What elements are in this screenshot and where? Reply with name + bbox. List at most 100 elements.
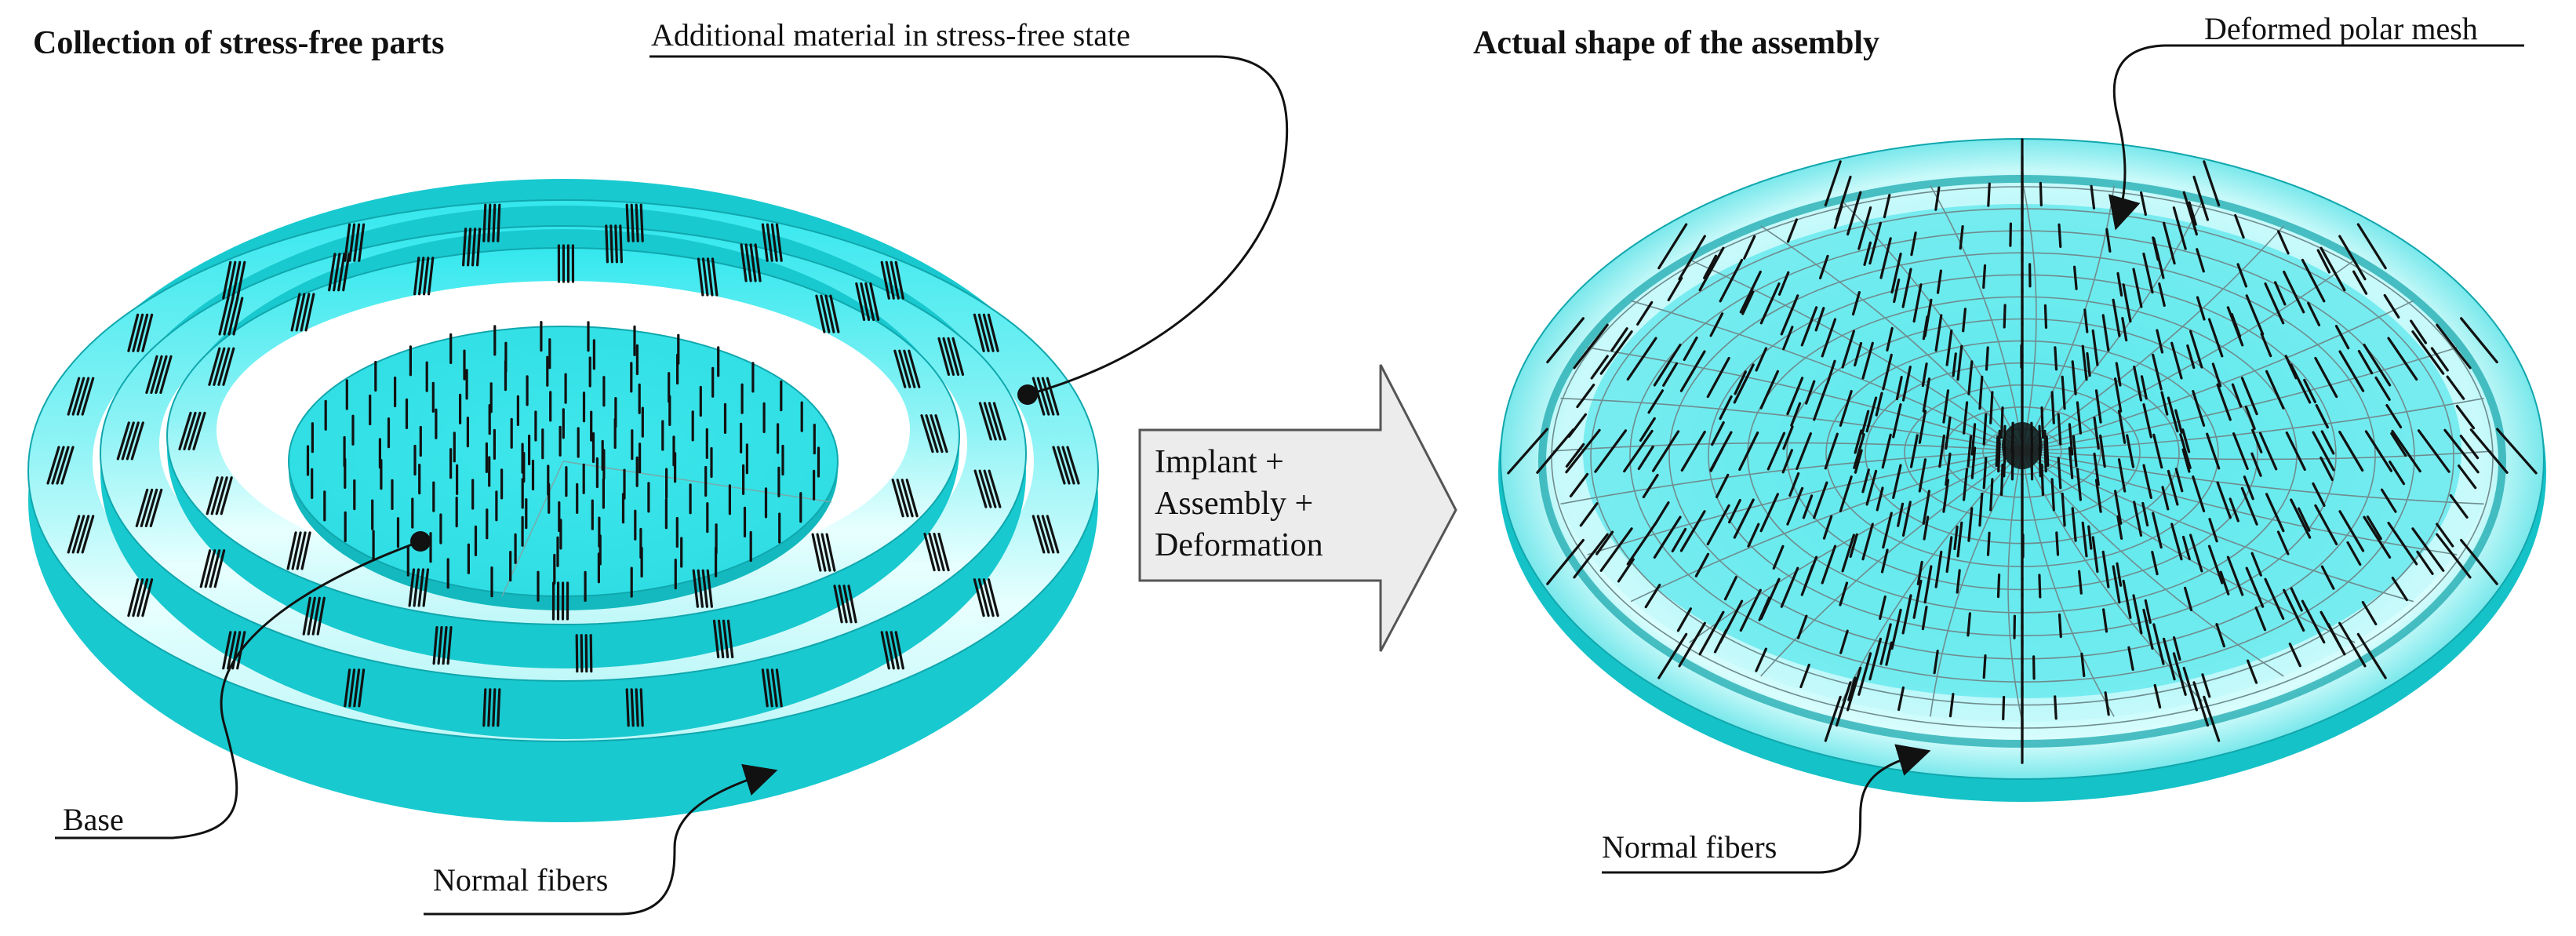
fiber	[838, 585, 848, 624]
fiber	[2076, 468, 2082, 501]
fiber	[1046, 515, 1060, 554]
fiber	[1739, 270, 1762, 314]
fiber	[2144, 599, 2152, 625]
callout-deformed-polar-mesh: Deformed polar mesh	[2108, 11, 2524, 231]
fiber	[1031, 377, 1046, 416]
fiber	[775, 223, 783, 262]
fiber	[1875, 392, 1883, 417]
fiber	[901, 479, 914, 518]
fiber	[1933, 650, 1939, 675]
fiber	[2455, 404, 2476, 430]
fiber	[2172, 652, 2187, 696]
fiber	[885, 631, 895, 670]
callout-base: Base	[55, 531, 431, 839]
fiber	[619, 224, 624, 264]
fiber	[2303, 378, 2316, 404]
fiber	[1780, 566, 1799, 608]
fiber	[1861, 468, 1870, 493]
fiber	[1982, 457, 1988, 490]
fiber	[891, 479, 904, 518]
fiber	[2167, 396, 2179, 433]
mesh-spoke	[1551, 442, 2023, 452]
fiber	[820, 294, 831, 333]
fiber	[1853, 433, 1865, 469]
fiber	[1573, 533, 1609, 579]
fiber	[1766, 432, 1786, 471]
fiber	[1839, 475, 1853, 512]
left-normal-fibers	[46, 203, 1080, 727]
fiber	[1839, 629, 1849, 654]
fiber	[1868, 221, 1882, 265]
fiber	[127, 578, 140, 617]
fiber	[1683, 336, 1698, 362]
fiber	[2179, 433, 2192, 469]
fiber	[1912, 283, 1923, 323]
fiber	[2142, 608, 2154, 650]
fiber	[2366, 515, 2382, 541]
fiber	[2436, 523, 2454, 548]
label-deformed-polar-mesh: Deformed polar mesh	[2204, 11, 2478, 46]
fiber	[1626, 337, 1657, 381]
fiber	[2101, 550, 2110, 588]
fiber	[947, 337, 960, 376]
fiber	[2132, 594, 2143, 635]
mesh-spoke	[2021, 450, 2115, 717]
fiber	[894, 260, 904, 300]
fiber	[923, 532, 936, 572]
fiber	[1046, 377, 1060, 416]
mesh-spoke	[1930, 185, 2023, 452]
fiber	[213, 549, 226, 588]
fiber	[992, 402, 1006, 441]
fiber	[132, 578, 144, 617]
fiber	[2057, 413, 2062, 446]
fiber	[898, 349, 911, 388]
fiber	[1573, 323, 1609, 370]
mesh-spoke	[1630, 300, 2023, 452]
fiber	[1536, 428, 1575, 474]
fiber	[1839, 390, 1853, 427]
fiber	[155, 355, 168, 394]
fiber	[692, 569, 700, 608]
fiber	[1713, 628, 1728, 654]
fiber	[344, 668, 351, 708]
fiber	[136, 578, 149, 617]
fiber	[1599, 330, 1633, 375]
fiber	[144, 488, 158, 528]
fiber	[2247, 659, 2258, 684]
fiber	[1945, 329, 1953, 366]
fiber	[2161, 486, 2170, 511]
fiber	[2174, 468, 2184, 493]
fiber	[2181, 428, 2191, 453]
fiber	[1885, 641, 1893, 666]
fiber	[1680, 430, 1706, 472]
fiber	[635, 688, 639, 727]
fiber	[2081, 521, 2088, 558]
fiber	[2184, 586, 2193, 612]
fiber	[1678, 235, 1706, 281]
mesh-spoke	[1760, 450, 2023, 677]
fiber	[1901, 594, 1912, 635]
fiber	[1716, 473, 1730, 499]
fiber	[1052, 446, 1066, 485]
mesh-spoke	[2021, 225, 2284, 452]
fiber	[740, 243, 748, 282]
fiber	[2320, 565, 2335, 590]
fiber	[348, 668, 356, 708]
fiber	[987, 578, 999, 617]
process-step-deformation: Deformation	[1155, 527, 1323, 563]
fiber	[2356, 223, 2387, 270]
fiber	[1565, 443, 1585, 468]
fiber	[2254, 606, 2267, 632]
fiber	[2301, 258, 2326, 303]
fiber	[2338, 510, 2365, 552]
fiber	[1590, 355, 1609, 380]
fiber	[1594, 429, 1628, 473]
fiber	[1743, 235, 1756, 260]
fiber	[697, 569, 704, 608]
fiber	[1995, 435, 1999, 468]
fiber	[1892, 402, 1902, 439]
fiber	[2436, 323, 2472, 370]
fiber	[2156, 329, 2164, 354]
fiber	[2181, 535, 2191, 561]
fiber	[890, 631, 900, 670]
